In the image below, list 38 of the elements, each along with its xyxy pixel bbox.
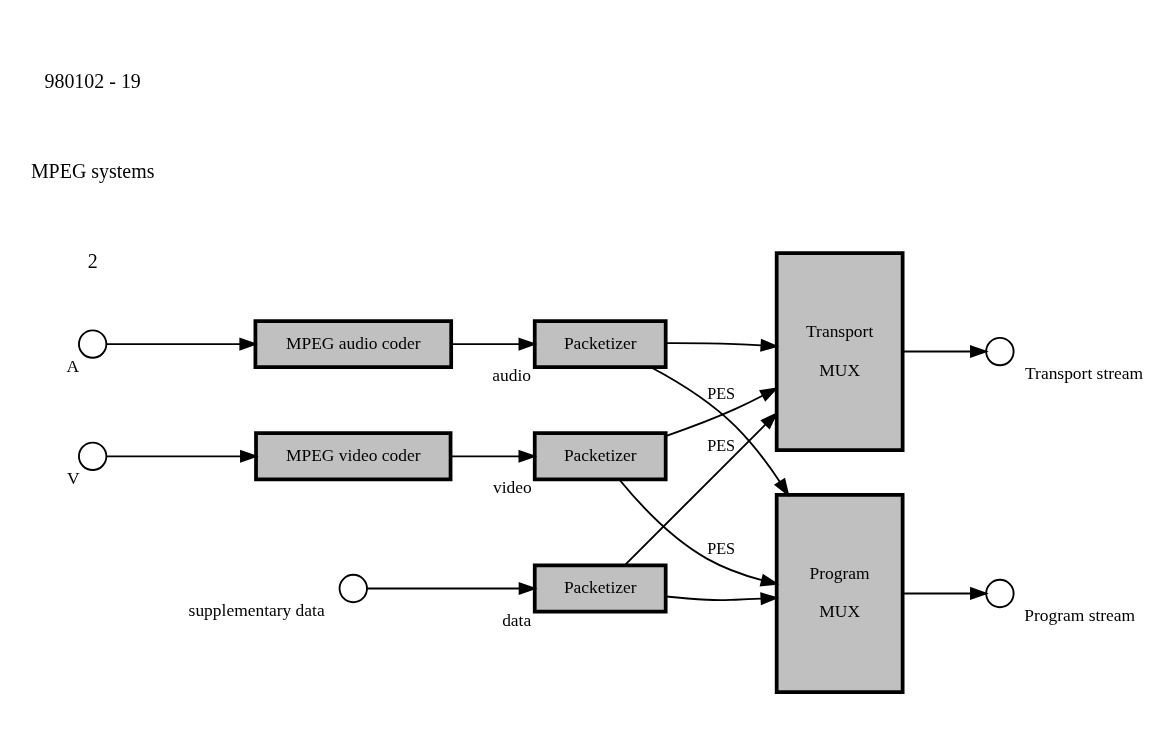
arrow — [665, 338, 780, 352]
edge-label: PES — [707, 385, 736, 404]
node-label: audio — [492, 365, 532, 386]
arrow — [449, 449, 538, 463]
arrow — [649, 366, 790, 497]
node-circle — [78, 329, 108, 359]
arrow — [664, 387, 779, 437]
node-box: MPEG audio coder — [253, 319, 454, 369]
node-label: data — [502, 609, 532, 630]
node-label: Transport stream — [1025, 363, 1144, 384]
label: MPEG systems — [30, 159, 155, 182]
node-box: Packetizer — [532, 563, 668, 614]
arrow — [665, 592, 780, 606]
node-label: Program stream — [1024, 605, 1136, 626]
edge-label: PES — [707, 436, 736, 455]
arrow — [450, 337, 538, 351]
node-circle — [985, 336, 1015, 367]
arrow — [105, 449, 259, 463]
node-label: V — [67, 468, 80, 488]
node-box: Program MUX — [774, 493, 905, 694]
node-label: video — [492, 477, 532, 498]
node-box: Transport MUX — [774, 251, 905, 452]
node-label: supplementary data — [188, 600, 325, 621]
arrow — [901, 345, 989, 359]
node-box: Packetizer — [532, 319, 668, 369]
edge-label: PES — [707, 540, 736, 559]
arrow — [618, 478, 780, 587]
arrow — [901, 586, 989, 601]
node-box: MPEG video coder — [254, 431, 453, 482]
node-label: A — [66, 355, 79, 376]
label: 980102 - 19 — [44, 70, 141, 93]
arrow — [366, 581, 538, 596]
node-circle — [985, 578, 1015, 609]
node-circle — [78, 441, 108, 471]
node-circle — [338, 573, 368, 604]
node-box: Packetizer — [532, 431, 668, 482]
label: 2 — [87, 249, 98, 272]
arrow — [105, 337, 259, 351]
